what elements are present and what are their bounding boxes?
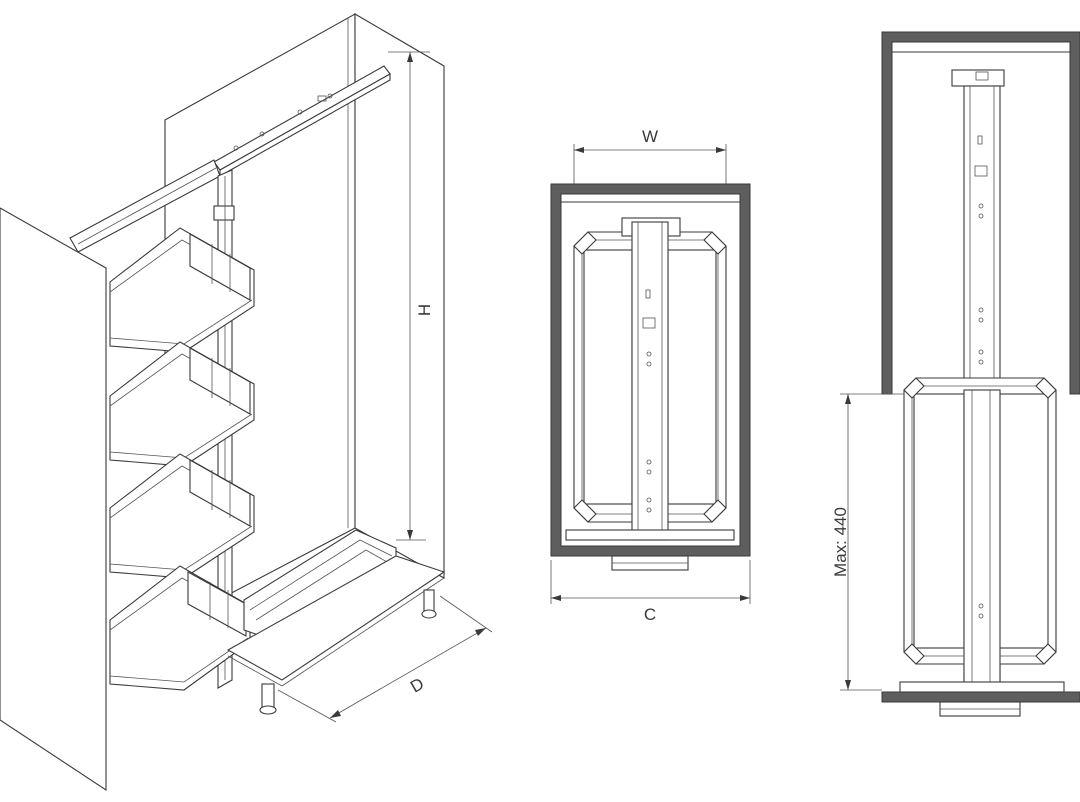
cabinet-door-panel	[0, 207, 107, 792]
bottom-slide-rail	[226, 529, 446, 687]
cabinet-width-dimension: C	[550, 560, 751, 624]
side-view-basket	[903, 377, 1057, 687]
height-label: H	[415, 304, 434, 316]
cabinet-width-label: C	[644, 605, 656, 624]
side-view-extended: Max: 440	[831, 31, 1080, 717]
side-view-base	[881, 681, 1080, 717]
width-dimension: W	[573, 127, 727, 190]
isometric-cabinet-view: H D	[0, 13, 493, 792]
basket-1	[109, 227, 255, 353]
basket-2	[109, 341, 255, 467]
cabinet-right-panel	[354, 13, 445, 579]
basket-3	[109, 453, 255, 579]
max-extension-dimension: Max: 440	[831, 393, 904, 691]
depth-label: D	[407, 674, 427, 697]
width-label: W	[642, 127, 658, 146]
height-dimension: H	[388, 51, 434, 541]
max-extension-label: Max: 440	[831, 507, 850, 577]
top-view: W	[550, 127, 751, 624]
cabinet-feet	[259, 589, 437, 715]
top-slide-rail	[69, 65, 391, 253]
top-view-center-post	[565, 217, 735, 571]
